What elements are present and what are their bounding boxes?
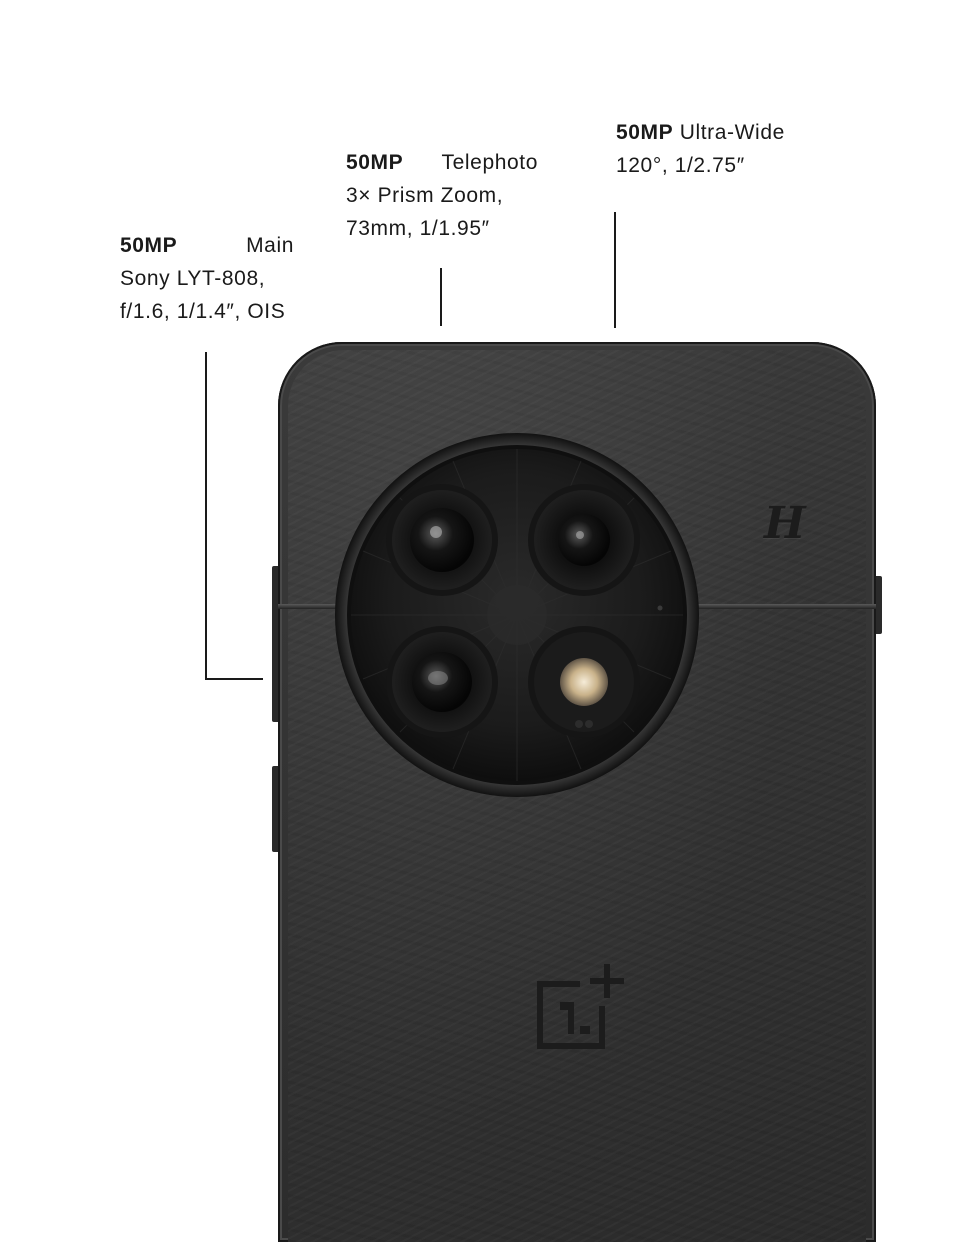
oneplus-logo-graphic — [537, 964, 624, 1049]
main-camera-type: Main — [246, 234, 294, 257]
ultrawide-camera-annotation: 50MP Ultra-Wide 120°, 1/2.75″ — [616, 116, 826, 182]
ultrawide-camera-lens — [386, 626, 498, 738]
camera-module — [318, 432, 716, 800]
flash-module — [528, 626, 640, 738]
telephoto-camera-leader — [440, 268, 442, 326]
ultrawide-camera-type: Ultra-Wide — [679, 121, 785, 144]
hasselblad-logo: H — [764, 498, 806, 549]
main-camera-leader-horizontal — [205, 678, 263, 680]
main-camera-annotation: 50MP Main Sony LYT-808, f/1.6, 1/1.4″, O… — [120, 229, 294, 328]
main-camera-leader-vertical — [205, 352, 207, 680]
ultrawide-camera-leader — [614, 212, 616, 328]
main-camera-spec: 50MP — [120, 234, 178, 257]
telephoto-camera-type: Telephoto — [441, 151, 538, 174]
ultrawide-camera-optics: 120°, 1/2.75″ — [616, 154, 745, 177]
telephoto-camera-lens — [528, 484, 640, 596]
side-button — [272, 766, 280, 852]
oneplus-logo — [532, 962, 632, 1059]
telephoto-camera-annotation: 50MP Telephoto 3× Prism Zoom, 73mm, 1/1.… — [346, 146, 538, 245]
ultrawide-camera-spec: 50MP — [616, 121, 674, 144]
camera-module-graphic — [335, 433, 699, 797]
telephoto-camera-zoom: 3× Prism Zoom, — [346, 184, 504, 207]
main-camera-lens — [386, 484, 498, 596]
main-camera-optics: f/1.6, 1/1.4″, OIS — [120, 300, 286, 323]
telephoto-camera-spec: 50MP — [346, 151, 404, 174]
alert-slider — [874, 576, 882, 634]
main-camera-sensor: Sony LYT-808, — [120, 267, 266, 290]
volume-button — [272, 566, 280, 722]
telephoto-camera-optics: 73mm, 1/1.95″ — [346, 217, 490, 240]
